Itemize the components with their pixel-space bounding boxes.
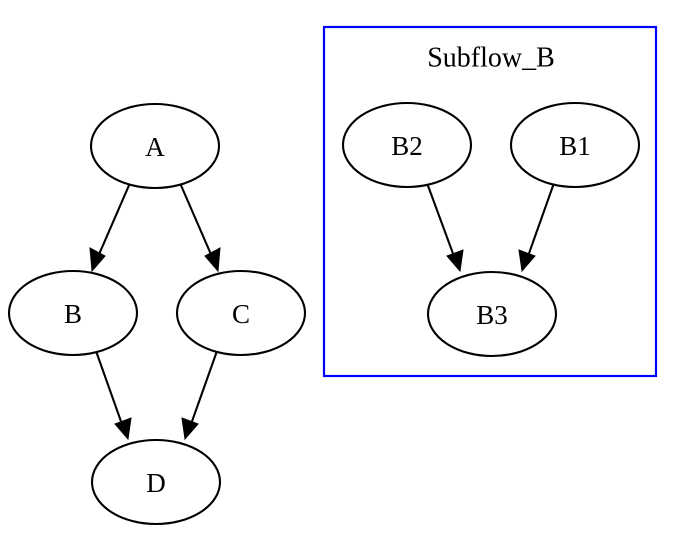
node-b1-label: B1 bbox=[559, 131, 591, 161]
edge-b2-to-b3[interactable] bbox=[426, 182, 464, 273]
edge-b2-to-b3-arrowhead bbox=[446, 249, 464, 273]
node-b3[interactable]: B3 bbox=[426, 270, 558, 358]
edge-a-to-c-arrowhead bbox=[204, 247, 221, 273]
edge-a-to-b-line bbox=[96, 182, 131, 260]
edge-b1-to-b3[interactable] bbox=[518, 182, 555, 273]
node-a[interactable]: A bbox=[89, 102, 221, 190]
node-a-shape bbox=[89, 102, 221, 190]
node-d-label: D bbox=[146, 468, 166, 498]
node-d[interactable]: D bbox=[90, 438, 222, 526]
node-b1-shape bbox=[509, 101, 641, 189]
node-b[interactable]: B bbox=[7, 269, 139, 357]
edge-a-to-b-arrowhead bbox=[89, 247, 106, 273]
node-a-label: A bbox=[145, 132, 165, 162]
edge-a-to-b[interactable] bbox=[89, 182, 131, 273]
node-b-label: B bbox=[64, 299, 82, 329]
node-b1[interactable]: B1 bbox=[509, 101, 641, 189]
edge-a-to-c[interactable] bbox=[179, 182, 221, 273]
edge-b1-to-b3-line bbox=[526, 182, 555, 260]
cluster-subflow-b-label: Subflow_B bbox=[427, 43, 555, 74]
edge-c-to-d-line bbox=[189, 350, 218, 428]
edge-b-to-d-arrowhead bbox=[114, 417, 132, 441]
node-b2-shape bbox=[341, 101, 473, 189]
cluster-subflow-b-border bbox=[322, 25, 658, 378]
edge-c-to-d[interactable] bbox=[181, 350, 218, 441]
node-b2[interactable]: B2 bbox=[341, 101, 473, 189]
node-d-shape bbox=[90, 438, 222, 526]
edge-b-to-d-line bbox=[95, 350, 124, 428]
node-c[interactable]: C bbox=[175, 269, 307, 357]
cluster-subflow-b[interactable]: Subflow_B bbox=[322, 25, 658, 378]
edge-a-to-c-line bbox=[179, 182, 214, 260]
edge-b-to-d[interactable] bbox=[95, 350, 132, 441]
node-c-shape bbox=[175, 269, 307, 357]
edge-b2-to-b3-line bbox=[426, 182, 456, 260]
node-b3-shape bbox=[426, 270, 558, 358]
node-b-shape bbox=[7, 269, 139, 357]
edge-c-to-d-arrowhead bbox=[181, 417, 199, 441]
node-c-label: C bbox=[232, 299, 250, 329]
node-b3-label: B3 bbox=[476, 300, 508, 330]
node-b2-label: B2 bbox=[391, 131, 423, 161]
edge-b1-to-b3-arrowhead bbox=[518, 249, 536, 273]
